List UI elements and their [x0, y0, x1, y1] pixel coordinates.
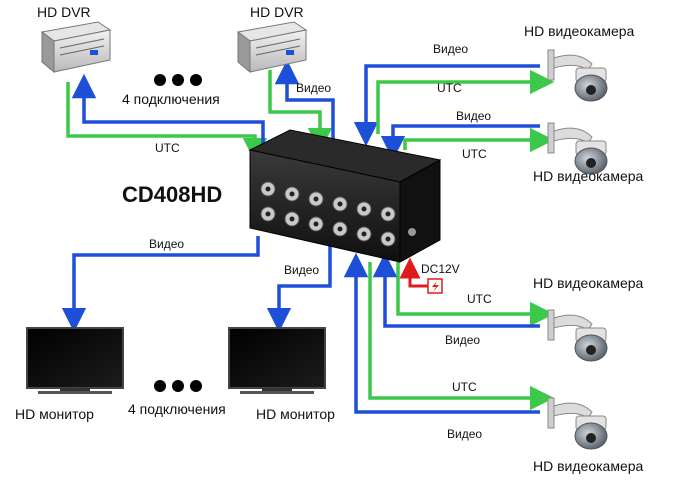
video-splitter-icon [248, 129, 442, 263]
utc-label-cam2: UTC [462, 147, 487, 161]
utc-line-cam2 [403, 127, 555, 153]
utc-line-cam3 [396, 262, 555, 327]
video-label-cam4: Видео [447, 427, 483, 441]
video-line-dvr2 [274, 59, 335, 142]
video-label-cam3: Видео [445, 333, 481, 347]
video-line-cam1 [353, 64, 540, 147]
video-label-cam2: Видео [456, 109, 492, 123]
monitor-title-1: HD монитор [15, 406, 94, 422]
video-line-cam3 [372, 252, 540, 328]
camera-title-4: HD видеокамера [533, 458, 644, 474]
camera-title-2: HD видеокамера [533, 168, 644, 184]
power-icon [427, 278, 443, 294]
video-label-cam1: Видео [433, 42, 469, 56]
utc-label-cam4: UTC [452, 380, 477, 394]
camera-icon [547, 49, 608, 102]
utc-line-cam4 [368, 262, 555, 411]
camera-icon [547, 309, 608, 362]
video-label-monitor2: Видео [284, 263, 320, 277]
video-line-monitor2 [266, 244, 332, 333]
video-line-cam2 [380, 124, 540, 161]
camera-title-3: HD видеокамера [533, 275, 644, 291]
camera-icon [547, 397, 608, 450]
camera-icon [547, 122, 608, 175]
utc-label-cam1: UTC [437, 81, 462, 95]
device-model-label: CD408HD [122, 182, 223, 207]
video-line-cam4 [343, 252, 540, 414]
video-line-monitor1 [61, 236, 260, 333]
utc-line-dvr1 [66, 82, 268, 163]
connections-count-bottom: 4 подключения [128, 401, 226, 417]
ellipsis-icon [154, 74, 202, 86]
video-line-dvr1 [71, 73, 265, 150]
utc-label-dvr1: UTC [155, 141, 180, 155]
utc-label-cam3: UTC [467, 292, 492, 306]
ellipsis-icon [154, 380, 202, 392]
utc-line-cam1 [376, 69, 555, 134]
video-label-dvr2: Видео [296, 81, 332, 95]
signal-lines [61, 59, 555, 414]
dvr-icon [236, 21, 308, 74]
dvr-title-2: HD DVR [250, 4, 304, 20]
monitor-icon [26, 327, 124, 394]
dvr-title-1: HD DVR [37, 4, 91, 20]
connections-count-top: 4 подключения [122, 91, 220, 107]
dvr-icon [40, 21, 112, 74]
utc-line-dvr2 [268, 70, 333, 153]
camera-title-1: HD видеокамера [524, 23, 635, 39]
monitor-title-2: HD монитор [256, 406, 335, 422]
power-label: DC12V [421, 262, 460, 276]
video-label-monitor1: Видео [149, 237, 185, 251]
monitor-icon [228, 327, 326, 394]
